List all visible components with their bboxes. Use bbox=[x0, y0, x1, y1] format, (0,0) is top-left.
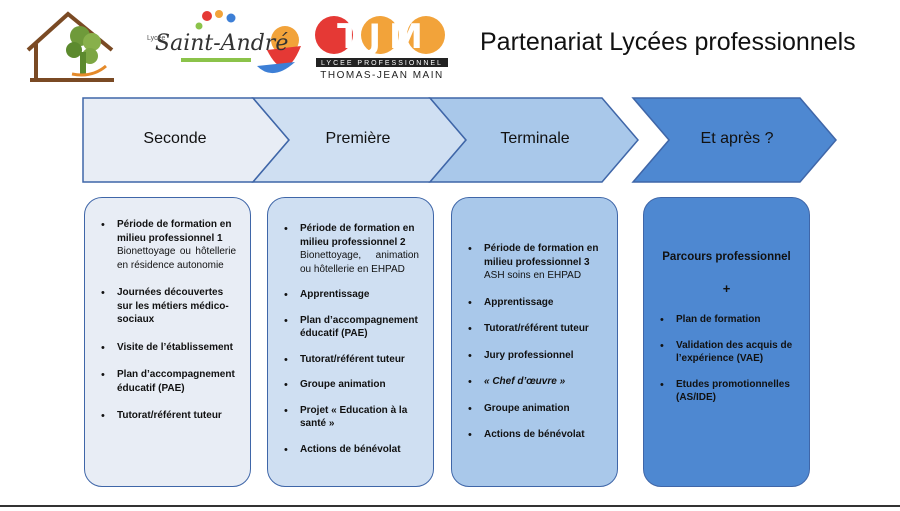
saint-andre-logo-text: Saint-André bbox=[155, 31, 288, 56]
stage-label-terminale: Terminale bbox=[500, 130, 570, 147]
list-item: Période de formation en milieu professio… bbox=[101, 218, 236, 272]
list-item: Période de formation en milieu professio… bbox=[468, 242, 603, 283]
list-item: Validation des acquis de l’expérience (V… bbox=[660, 339, 795, 366]
list-item: Plan de formation bbox=[660, 313, 795, 327]
saint-andre-logo-small: Lycée bbox=[147, 35, 166, 42]
list-item: Projet « Education à la santé » bbox=[284, 404, 419, 431]
list-item: Etudes promotionnelles (AS/IDE) bbox=[660, 378, 795, 405]
list-item: Journées découvertes sur les métiers méd… bbox=[101, 286, 236, 327]
list-item: Actions de bénévolat bbox=[284, 443, 419, 457]
card-heading: Parcours professionnel bbox=[662, 251, 791, 263]
tjm-logo: TJM LYCEE PROFESSIONNEL THOMAS-JEAN MAIN bbox=[315, 16, 448, 81]
saint-andre-logo: Saint-André Lycée bbox=[147, 10, 301, 74]
list-item: Groupe animation bbox=[284, 378, 419, 392]
card-terminale: Période de formation en milieu professio… bbox=[451, 197, 618, 487]
list-item: Tutorat/référent tuteur bbox=[468, 322, 603, 336]
stages-chevrons bbox=[82, 97, 837, 183]
list-item: Apprentissage bbox=[284, 288, 419, 302]
list-item: Groupe animation bbox=[468, 402, 603, 416]
tjm-logo-sub2: THOMAS-JEAN MAIN bbox=[320, 70, 443, 81]
house-tree-logo bbox=[26, 11, 114, 82]
list-item: Jury professionnel bbox=[468, 349, 603, 363]
bottom-divider bbox=[0, 505, 900, 507]
stage-label-seconde: Seconde bbox=[143, 130, 207, 147]
list-item: Plan d’accompagnement éducatif (PAE) bbox=[284, 314, 419, 341]
list-item: Tutorat/référent tuteur bbox=[284, 353, 419, 367]
card-seconde: Période de formation en milieu professio… bbox=[84, 197, 251, 487]
list-item: Période de formation en milieu professio… bbox=[284, 222, 419, 276]
list-item: Plan d’accompagnement éducatif (PAE) bbox=[101, 368, 236, 395]
chevron-terminale bbox=[428, 97, 639, 183]
tjm-logo-letters: TJM bbox=[337, 17, 431, 57]
card-premiere: Période de formation en milieu professio… bbox=[267, 197, 434, 487]
list-item: Visite de l’établissement bbox=[101, 341, 236, 355]
card-et-apres: Parcours professionnel + Plan de formati… bbox=[643, 197, 810, 487]
list-item: Tutorat/référent tuteur bbox=[101, 409, 236, 423]
list-item: Actions de bénévolat bbox=[468, 428, 603, 442]
list-item: Apprentissage bbox=[468, 296, 603, 310]
chevron-et-apres bbox=[631, 97, 837, 183]
list-item: « Chef d’œuvre » bbox=[468, 375, 603, 389]
stage-label-premiere: Première bbox=[325, 130, 391, 147]
page-title: Partenariat Lycées professionnels bbox=[480, 28, 856, 56]
stage-label-et-apres: Et après ? bbox=[700, 130, 774, 147]
plus-sign: + bbox=[722, 280, 731, 296]
tjm-logo-sub1: LYCEE PROFESSIONNEL bbox=[321, 60, 443, 67]
